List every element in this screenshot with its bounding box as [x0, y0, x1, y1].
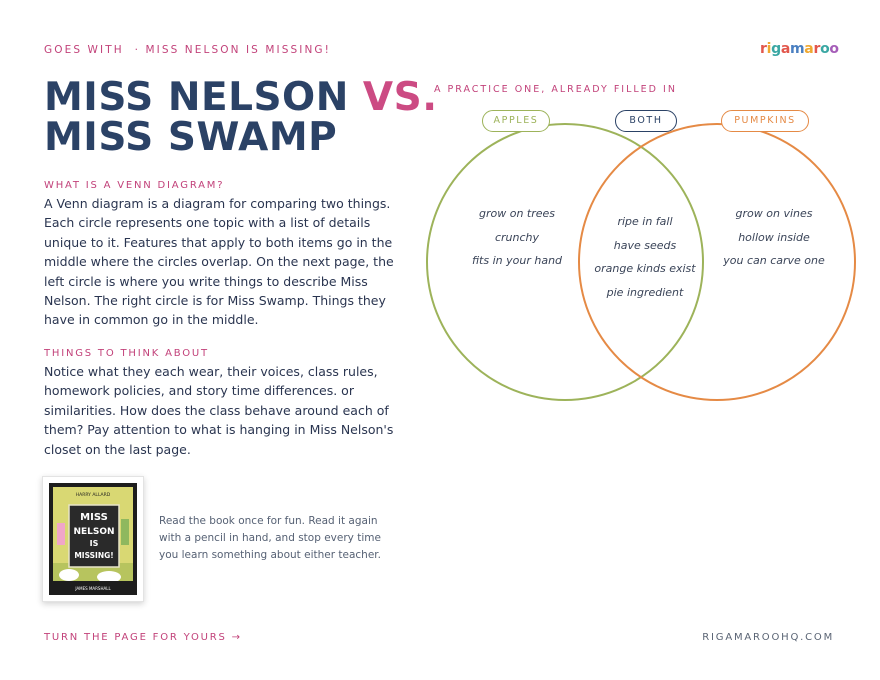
title-vs: VS.: [362, 75, 438, 120]
book-caption: Read the book once for fun. Read it agai…: [159, 515, 381, 561]
venn-item: hollow inside: [738, 230, 810, 244]
text-things-to-think: Notice what they each wear, their voices…: [44, 364, 394, 457]
venn-list-apples: grow on trees crunchy fits in your hand: [462, 202, 572, 273]
venn-label-both: BOTH: [615, 110, 677, 132]
book-title-line-4: MISSING!: [74, 551, 113, 560]
book-cover-art: HARRY ALLARD MISS NELSON IS MISSING! JAM…: [49, 483, 137, 595]
venn-item: have seeds: [613, 238, 677, 252]
heading-things-to-think: THINGS TO THINK ABOUT: [44, 348, 209, 359]
title-line-1: MISS NELSON: [44, 75, 349, 120]
venn-list-pumpkins: grow on vines hollow inside you can carv…: [716, 202, 832, 273]
book-title-line-3: IS: [90, 539, 99, 548]
venn-heading: A PRACTICE ONE, ALREADY FILLED IN: [434, 84, 677, 95]
brand-letter: g: [771, 41, 781, 57]
venn-item: crunchy: [494, 230, 540, 244]
book-author: HARRY ALLARD: [76, 492, 111, 498]
brand-letter: o: [829, 41, 839, 57]
venn-item: fits in your hand: [471, 254, 563, 267]
brand-letter: r: [813, 41, 821, 57]
venn-item: orange kinds exist: [594, 262, 696, 275]
book-illustrator: JAMES MARSHALL: [74, 586, 111, 591]
heading-what-is-venn: WHAT IS A VENN DIAGRAM?: [44, 180, 225, 191]
venn-item: grow on vines: [735, 207, 813, 220]
venn-item: you can carve one: [723, 254, 825, 267]
venn-circle-apples: [426, 123, 704, 401]
venn-item: pie ingredient: [606, 285, 684, 299]
brand-logo: rigamaroo: [760, 41, 839, 57]
brand-letter: i: [766, 41, 772, 57]
venn-label-apples: APPLES: [482, 110, 550, 132]
venn-diagram: APPLES BOTH PUMPKINS grow on trees crunc…: [420, 100, 870, 420]
venn-item: ripe in fall: [617, 215, 673, 228]
brand-letter: o: [820, 41, 830, 57]
website-link[interactable]: RIGAMAROOHQ.COM: [702, 632, 834, 643]
book-title-line-2: NELSON: [73, 527, 114, 537]
brand-letter: a: [804, 41, 814, 57]
venn-circles: [426, 123, 856, 401]
text-what-is-venn: A Venn diagram is a diagram for comparin…: [44, 196, 394, 328]
brand-letter: a: [780, 41, 790, 57]
brand-letter: r: [760, 41, 767, 57]
venn-circle-pumpkins: [578, 123, 856, 401]
book-cover: HARRY ALLARD MISS NELSON IS MISSING! JAM…: [42, 476, 144, 602]
venn-list-both: ripe in fall have seeds orange kinds exi…: [586, 210, 704, 304]
eyebrow-goes-with: GOES WITH · MISS NELSON IS MISSING!: [44, 44, 331, 56]
turn-page-link[interactable]: TURN THE PAGE FOR YOURS →: [44, 632, 242, 643]
page-title: MISS NELSON VS. MISS SWAMP: [44, 78, 438, 158]
brand-letter: m: [790, 41, 805, 57]
book-title-line-1: MISS: [80, 512, 108, 523]
title-line-2: MISS SWAMP: [44, 115, 338, 160]
venn-item: grow on trees: [478, 207, 556, 220]
venn-label-pumpkins: PUMPKINS: [721, 110, 809, 132]
